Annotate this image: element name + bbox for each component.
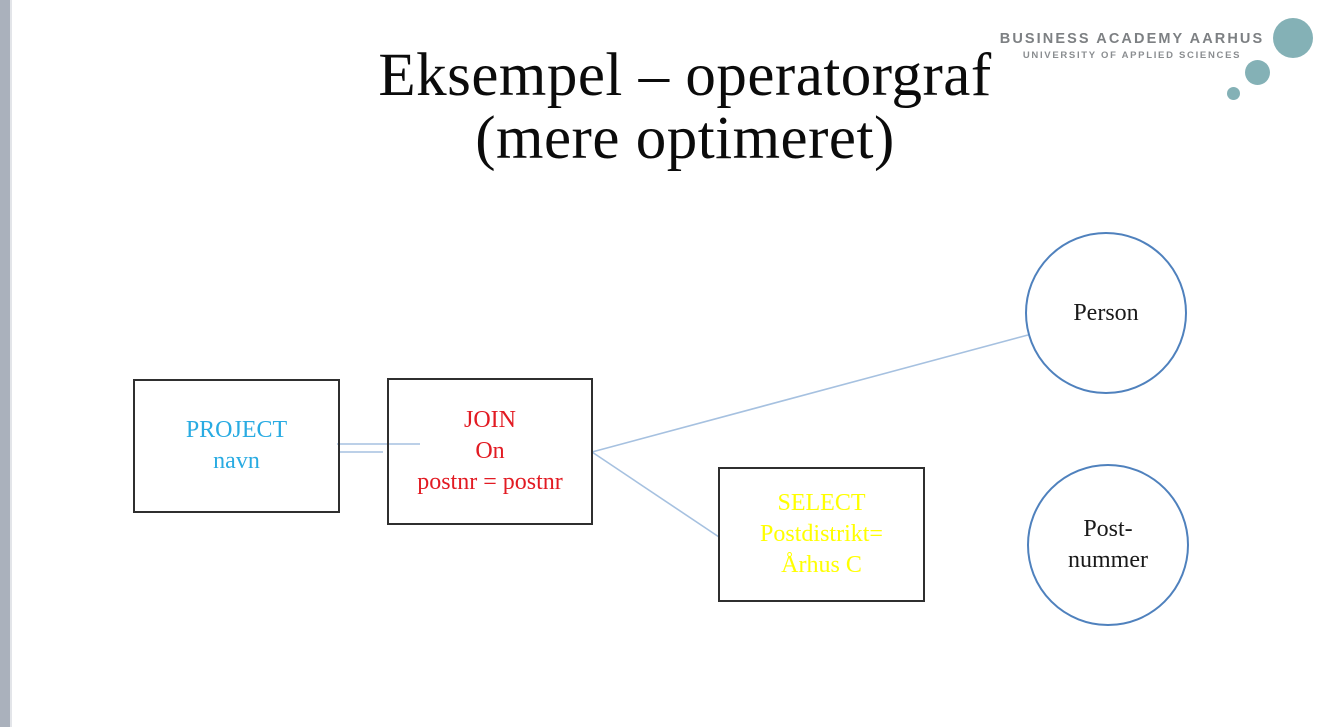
logo-circle-medium-icon: [1245, 60, 1270, 85]
person-relation-circle: Person: [1025, 232, 1187, 394]
logo-circle-small-icon: [1227, 87, 1240, 100]
select-label: SELECT: [777, 490, 866, 516]
postnummer-relation-circle: Post- nummer: [1027, 464, 1189, 626]
select-condition-line-2: Århus C: [781, 552, 862, 578]
slide-title: Eksempel – operatorgraf (mere optimeret): [36, 44, 1334, 170]
project-attribute: navn: [213, 448, 260, 474]
slide-title-line-2: (mere optimeret): [475, 105, 895, 172]
slide-title-line-1: Eksempel – operatorgraf: [378, 42, 992, 109]
project-label: PROJECT: [185, 417, 288, 443]
postnummer-label-line-1: Post-: [1083, 516, 1133, 542]
join-on-label: On: [475, 438, 505, 464]
select-condition-line-1: Postdistrikt=: [760, 521, 883, 547]
select-operator-box: SELECT Postdistrikt= Århus C: [718, 467, 925, 602]
logo-academy-subtitle: UNIVERSITY OF APPLIED SCIENCES: [1022, 50, 1242, 61]
join-label: JOIN: [464, 407, 516, 433]
join-operator-box: JOIN On postnr = postnr: [387, 378, 593, 525]
edge-join-select: [591, 451, 720, 538]
person-label: Person: [1073, 299, 1139, 326]
edge-join-person: [591, 334, 1029, 453]
join-condition: postnr = postnr: [417, 469, 563, 495]
left-accent-bar: [0, 0, 12, 727]
logo-circle-large-icon: [1273, 18, 1313, 58]
logo-academy-name: BUSINESS ACADEMY AARHUS: [999, 31, 1265, 47]
postnummer-label-line-2: nummer: [1068, 547, 1148, 573]
project-operator-box: PROJECT navn: [133, 379, 340, 513]
logo: BUSINESS ACADEMY AARHUS UNIVERSITY OF AP…: [999, 31, 1265, 61]
